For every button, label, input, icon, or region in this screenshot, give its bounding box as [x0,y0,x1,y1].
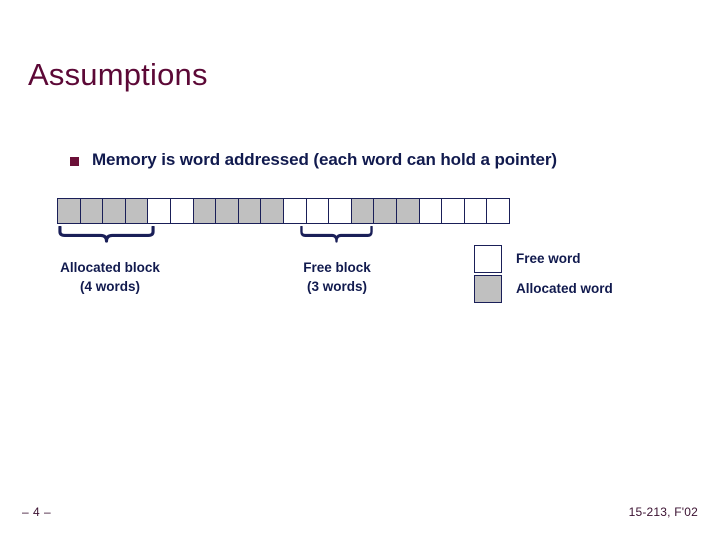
page-title: Assumptions [28,56,208,92]
memory-word-cell [350,198,375,224]
legend-item: Free word [474,244,613,273]
memory-word-cell [215,198,240,224]
caption-free-line2: (3 words) [306,279,367,294]
memory-word-cell [79,198,104,224]
caption-free-line1: Free block [303,260,371,275]
caption-allocated-line2: (4 words) [79,279,140,294]
memory-word-cell [192,198,217,224]
square-bullet-icon [70,156,79,166]
memory-word-cell [57,198,82,224]
legend-swatch-allocated-icon [474,274,502,303]
caption-allocated-line1: Allocated block [60,260,160,275]
memory-word-cell [237,198,262,224]
caption-free-block: Free block (3 words) [278,258,396,296]
memory-word-cell [395,198,421,224]
memory-word-cell [260,198,285,224]
memory-word-cell [328,198,353,224]
legend-item: Allocated word [474,274,613,303]
memory-word-cell [441,198,466,224]
bullet-item-label: Memory is word addressed (each word can … [92,150,557,169]
memory-word-cell [147,198,172,224]
footer-course-label: 15-213, F'02 [628,505,698,519]
memory-word-cell [486,198,511,224]
memory-word-strip [57,198,511,224]
memory-word-cell [124,198,149,224]
memory-word-cell [305,198,330,224]
legend-item-label: Free word [516,251,581,266]
legend-swatch-free-icon [474,244,502,273]
brace-free-block [300,226,373,243]
brace-allocated-block [58,226,155,243]
caption-allocated-block: Allocated block (4 words) [46,258,174,296]
memory-word-cell [373,198,398,224]
memory-word-cell [102,198,127,224]
bullet-item: Memory is word addressed (each word can … [70,150,557,170]
legend-item-label: Allocated word [516,281,613,296]
footer-page-number: – 4 – [22,505,52,519]
memory-word-cell [463,198,488,224]
memory-word-cell [418,198,443,224]
memory-word-cell [169,198,195,224]
memory-word-cell [282,198,308,224]
